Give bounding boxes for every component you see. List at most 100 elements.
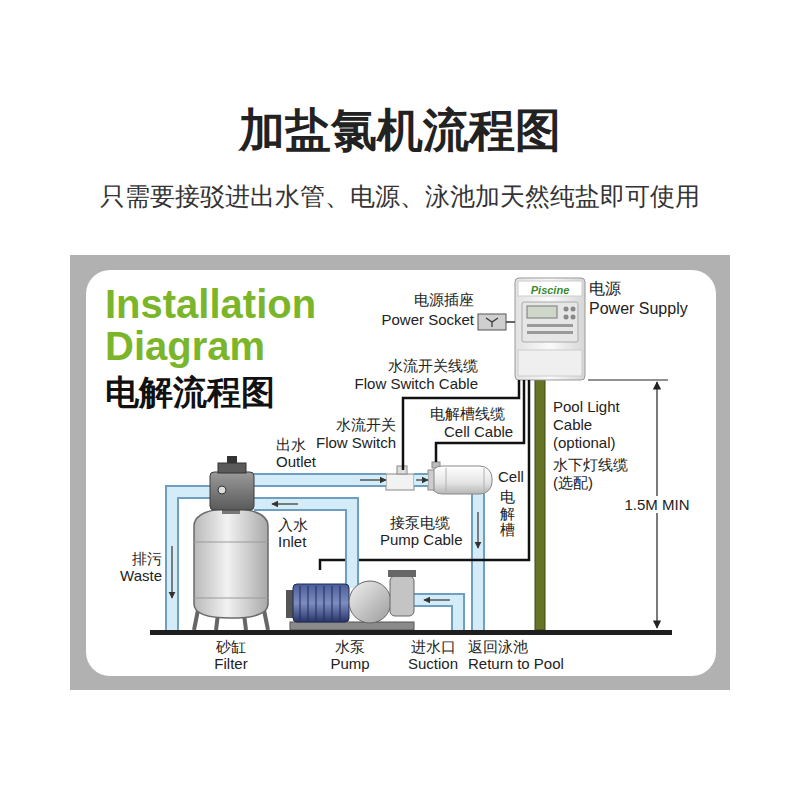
- valve-cap: [218, 463, 246, 473]
- component-label: 水流开关: [336, 416, 396, 433]
- component-label: Flow Switch: [316, 434, 396, 451]
- white-card: [86, 270, 716, 676]
- dimension-tick: [588, 380, 668, 381]
- brand-logo: Piscine: [531, 284, 570, 296]
- part-label: Pump Cable: [380, 531, 463, 548]
- valve-handle: [227, 456, 237, 463]
- strainer-pot: [390, 576, 414, 616]
- flow-arrow: [171, 546, 172, 598]
- pipe-stub-body: [254, 480, 272, 504]
- water-pipe: [414, 480, 428, 481]
- part-label: 入水: [278, 516, 308, 533]
- part-label: Cell Cable: [444, 423, 513, 440]
- part-label: Pool Light Cable (optional): [553, 398, 635, 452]
- component-label: Filter: [214, 655, 247, 672]
- cell-tube: [430, 466, 492, 494]
- pump-motor: [293, 584, 349, 622]
- part-label: 排污: [132, 550, 162, 567]
- socket-symbol: [486, 318, 498, 327]
- lcd-display: [527, 306, 557, 318]
- cable-line: [506, 321, 515, 323]
- diagram-heading: 电解流程图: [105, 372, 275, 412]
- pipe-outline: [272, 504, 352, 570]
- panel-print: [527, 331, 573, 334]
- pump-base: [290, 622, 414, 630]
- socket-face: [478, 314, 506, 330]
- component-label: Cell: [498, 468, 524, 485]
- control-panel: [522, 302, 578, 342]
- grey-panel: [70, 255, 730, 690]
- cable-connector: [403, 380, 519, 470]
- part-label: Outlet: [276, 453, 316, 470]
- motor-ribs: [300, 586, 340, 620]
- ground-line: [150, 630, 672, 635]
- panel-print: [527, 324, 573, 327]
- flow-arrow: [272, 503, 298, 504]
- tank-band: [194, 542, 268, 598]
- pool-pump-drawing: [286, 570, 458, 630]
- pressure-gauge: [218, 486, 226, 494]
- electrolytic-cell: Cell电解槽: [428, 462, 494, 498]
- component-label: 水泵: [335, 638, 365, 655]
- diagram-title: 加盐氯机流程图: [0, 102, 800, 158]
- component-label: Power Socket: [381, 311, 474, 328]
- part-label: 接泵电缆: [390, 514, 450, 531]
- part-label: Suction: [408, 655, 458, 672]
- panel-button: [564, 307, 569, 312]
- cell-rings: [446, 468, 484, 492]
- part-label: Inlet: [278, 533, 306, 550]
- power-supply-unit: 电源Power SupplyPiscine: [515, 278, 585, 380]
- flow-switch-drawing: [386, 466, 414, 490]
- panel-button: [564, 315, 569, 320]
- component-label: Pump: [330, 655, 369, 672]
- diagram-caption: 只需要接驳进出水管、电源、泳池加天然纯盐即可使用: [0, 182, 800, 212]
- component-label: 电源: [589, 280, 621, 298]
- cable-connector: [506, 322, 515, 323]
- pot-lid: [388, 570, 416, 577]
- pipe-body: [272, 475, 386, 485]
- pipe-body: [272, 504, 352, 570]
- pipe-body: [414, 600, 458, 630]
- pipe-outline: [414, 473, 428, 487]
- pipe-stub-outline: [254, 480, 272, 504]
- component-label: 砂缸: [216, 638, 246, 655]
- flow-switch: 水流开关Flow Switch: [386, 470, 414, 490]
- part-label: Return to Pool: [468, 655, 564, 672]
- component-label: 电解槽: [500, 489, 515, 539]
- flow-arrow: [360, 479, 386, 480]
- cell-union: [428, 470, 434, 490]
- water-pipe: [272, 504, 352, 570]
- flow-arrow: [416, 479, 428, 480]
- diagram-heading: Installation Diagram: [105, 283, 365, 367]
- panel-button: [571, 315, 576, 320]
- pipe-body: [414, 475, 428, 485]
- pool-pump: 水泵Pump: [286, 570, 416, 630]
- panel-button: [571, 307, 576, 312]
- water-pipe: [272, 480, 386, 481]
- part-label: Waste: [120, 567, 162, 584]
- component-label: Power Supply: [589, 300, 688, 318]
- part-label: 电解槽线缆: [430, 405, 505, 422]
- part-label: 进水口: [411, 638, 456, 655]
- power-socket-drawing: [478, 314, 506, 330]
- flow-arrow: [477, 512, 478, 548]
- pipe-outline: [272, 473, 386, 487]
- power-supply-drawing: [515, 278, 585, 380]
- cell-drawing: [428, 462, 492, 494]
- part-label: 水流开关线缆: [388, 357, 478, 374]
- power-socket: 电源插座Power Socket: [478, 314, 506, 330]
- component-label: 电源插座: [414, 291, 474, 308]
- pool-light-cable: [535, 380, 545, 630]
- supply-lower-cover: [518, 350, 582, 376]
- part-label: 1.5M MIN: [621, 496, 692, 513]
- multiport-valve: [210, 472, 254, 510]
- sand-filter: 砂缸Filter: [188, 466, 272, 630]
- switch-body: [386, 474, 414, 490]
- sand-filter-drawing: [194, 456, 272, 630]
- filter-tank: [194, 508, 268, 618]
- cable-line: [403, 380, 519, 470]
- logo-band: [518, 281, 582, 296]
- supply-housing: [515, 278, 585, 380]
- part-label: 水下灯线缆 (选配): [553, 456, 635, 492]
